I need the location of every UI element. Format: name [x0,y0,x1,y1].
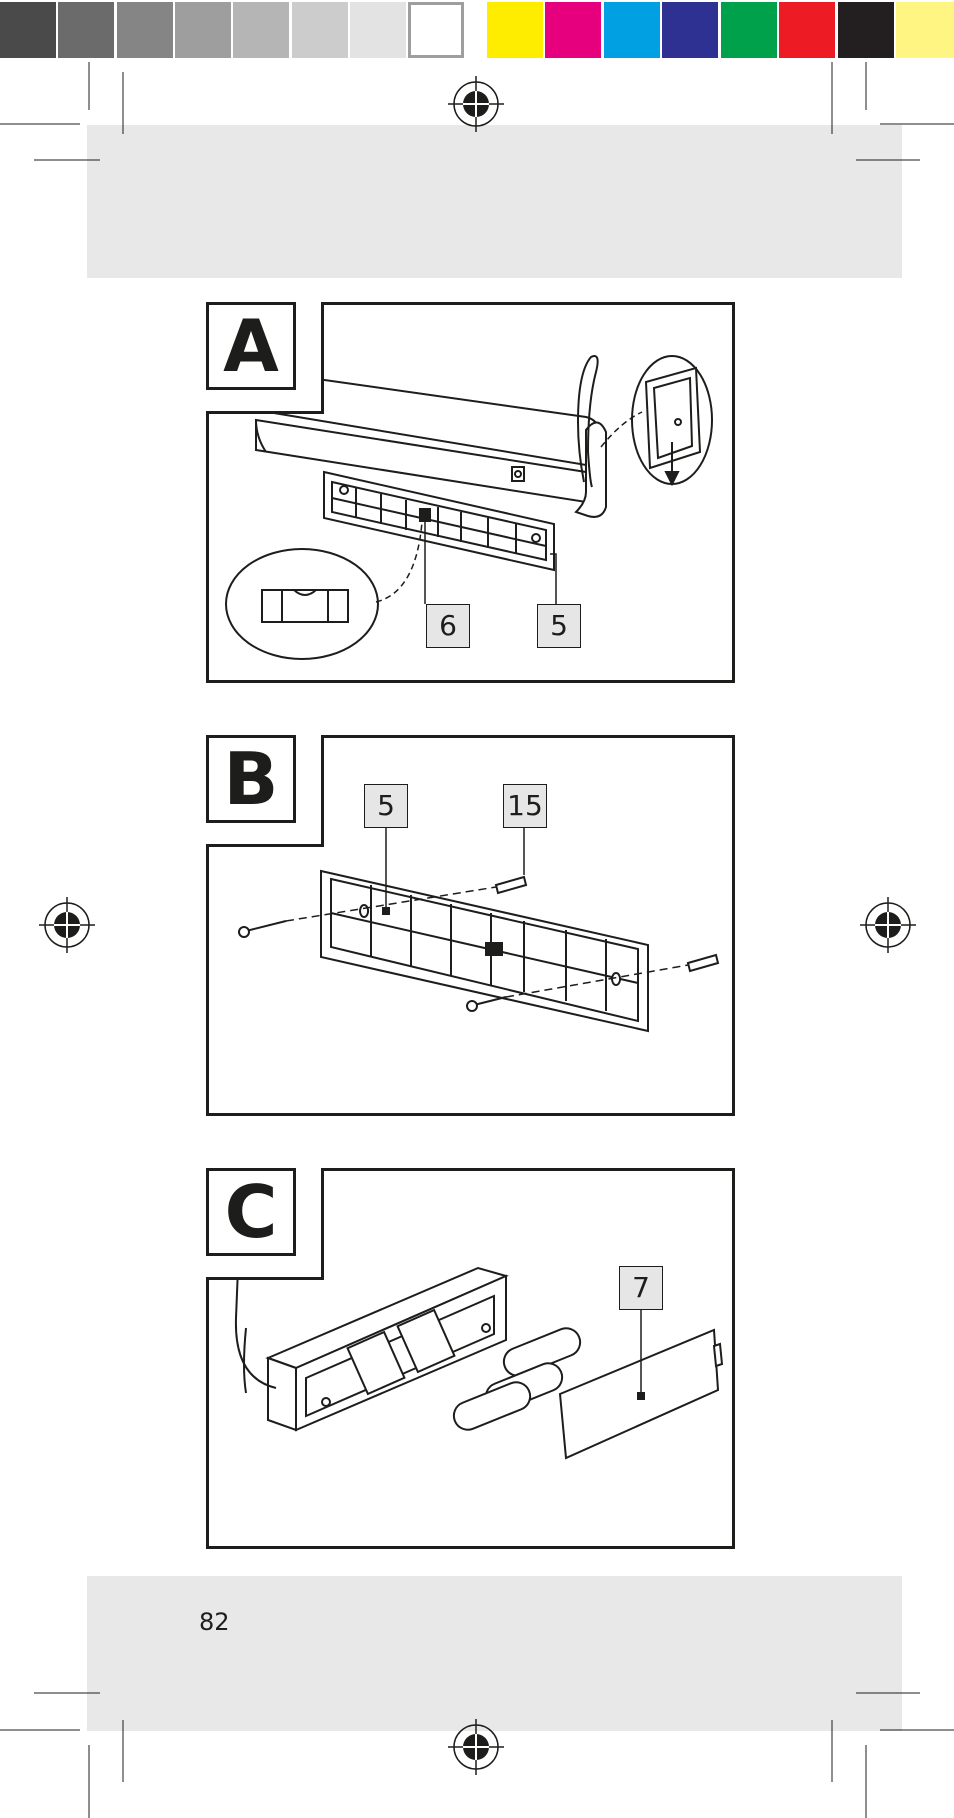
figure-c-label-box: C [206,1168,324,1280]
figure-c-letter: C [206,1168,296,1256]
figure-b-panel: B 5 15 [206,735,735,1116]
figure-b-letter: B [206,735,296,823]
callout-b-1: 5 [364,784,408,828]
figure-a-panel: A 6 5 [206,302,735,683]
callout-a-1: 6 [426,604,470,648]
callout-a-2: 5 [537,604,581,648]
figure-a-letter: A [206,302,296,390]
figure-c-panel: C 7 [206,1168,735,1549]
callout-c-1: 7 [619,1266,663,1310]
registration-mark-right [860,897,916,953]
registration-mark-left [39,897,95,953]
registration-mark-top [448,76,504,132]
callout-b-2: 15 [503,784,547,828]
figure-a-label-box: A [206,302,324,414]
figure-b-label-box: B [206,735,324,847]
registration-mark-bottom [448,1719,504,1775]
page-number: 82 [199,1608,230,1636]
